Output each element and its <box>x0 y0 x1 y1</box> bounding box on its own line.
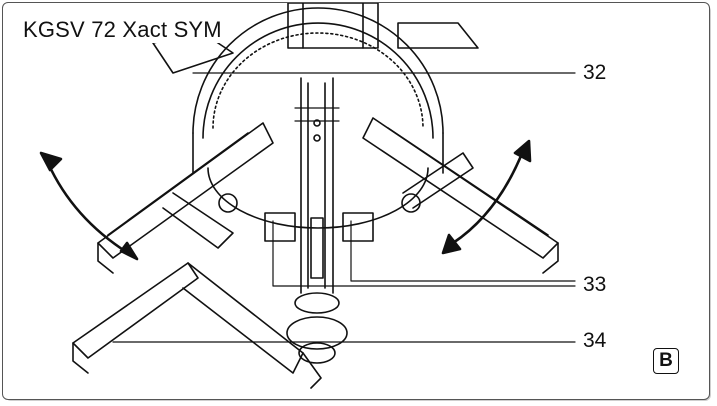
angle-square <box>72 262 322 389</box>
rotation-arrows <box>39 139 532 261</box>
saw-line-drawing <box>39 3 576 389</box>
left-extension-arm <box>97 122 274 274</box>
model-title: KGSV 72 Xact SYM <box>19 17 226 43</box>
figure-frame: KGSV 72 Xact SYM 32 33 34 B <box>2 2 710 400</box>
leader-lines <box>112 72 576 343</box>
bevel-scales <box>218 193 421 242</box>
central-arm <box>286 77 348 364</box>
callout-32-label: 32 <box>583 61 607 84</box>
callout-34-label: 34 <box>583 329 607 352</box>
figure-letter-badge: B <box>653 348 679 374</box>
callout-33-label: 33 <box>583 273 607 296</box>
